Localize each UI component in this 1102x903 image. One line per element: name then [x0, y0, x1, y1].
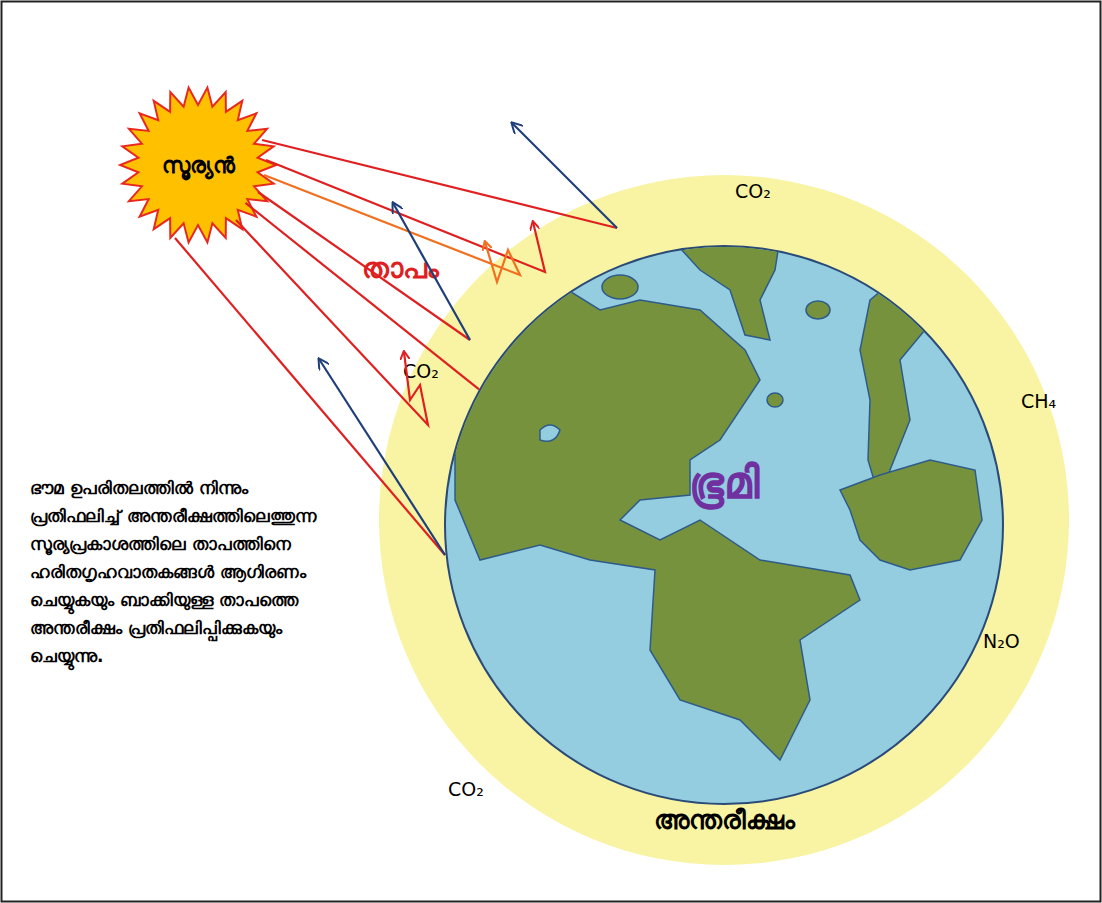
atmosphere-band: അന്തരീക്ഷം ഭൂമി	[379, 175, 1069, 865]
heat-label: താപം	[362, 252, 439, 286]
continents	[444, 245, 1004, 805]
gas-label: N₂O	[983, 630, 1020, 652]
explanation-note: ഭൗമ ഉപരിതലത്തിൽ നിന്നും പ്രതിഫലിച്ച് അന്…	[30, 474, 330, 670]
earth-label: ഭൂമി	[446, 457, 1002, 509]
gas-label: CO₂	[735, 180, 771, 202]
atmosphere-label: അന്തരീക്ഷം	[379, 805, 1069, 836]
island	[767, 393, 783, 407]
gas-label: CH₄	[1021, 390, 1056, 412]
gas-label: CO₂	[403, 360, 439, 382]
continent	[840, 460, 982, 570]
lake	[540, 425, 560, 441]
gas-label: CO₂	[448, 778, 484, 800]
earth-circle: ഭൂമി	[444, 245, 1004, 805]
continent	[675, 245, 780, 340]
heat-ray	[258, 192, 470, 340]
heat-ray	[236, 220, 428, 425]
island	[806, 301, 830, 319]
continent	[455, 285, 860, 760]
island	[602, 275, 638, 299]
sun-star-outline	[120, 88, 276, 243]
sun-name: സൂര്യൻ	[162, 153, 235, 178]
sun-label: സൂര്യൻ	[118, 85, 278, 245]
sun-star: സൂര്യൻ	[118, 85, 278, 245]
